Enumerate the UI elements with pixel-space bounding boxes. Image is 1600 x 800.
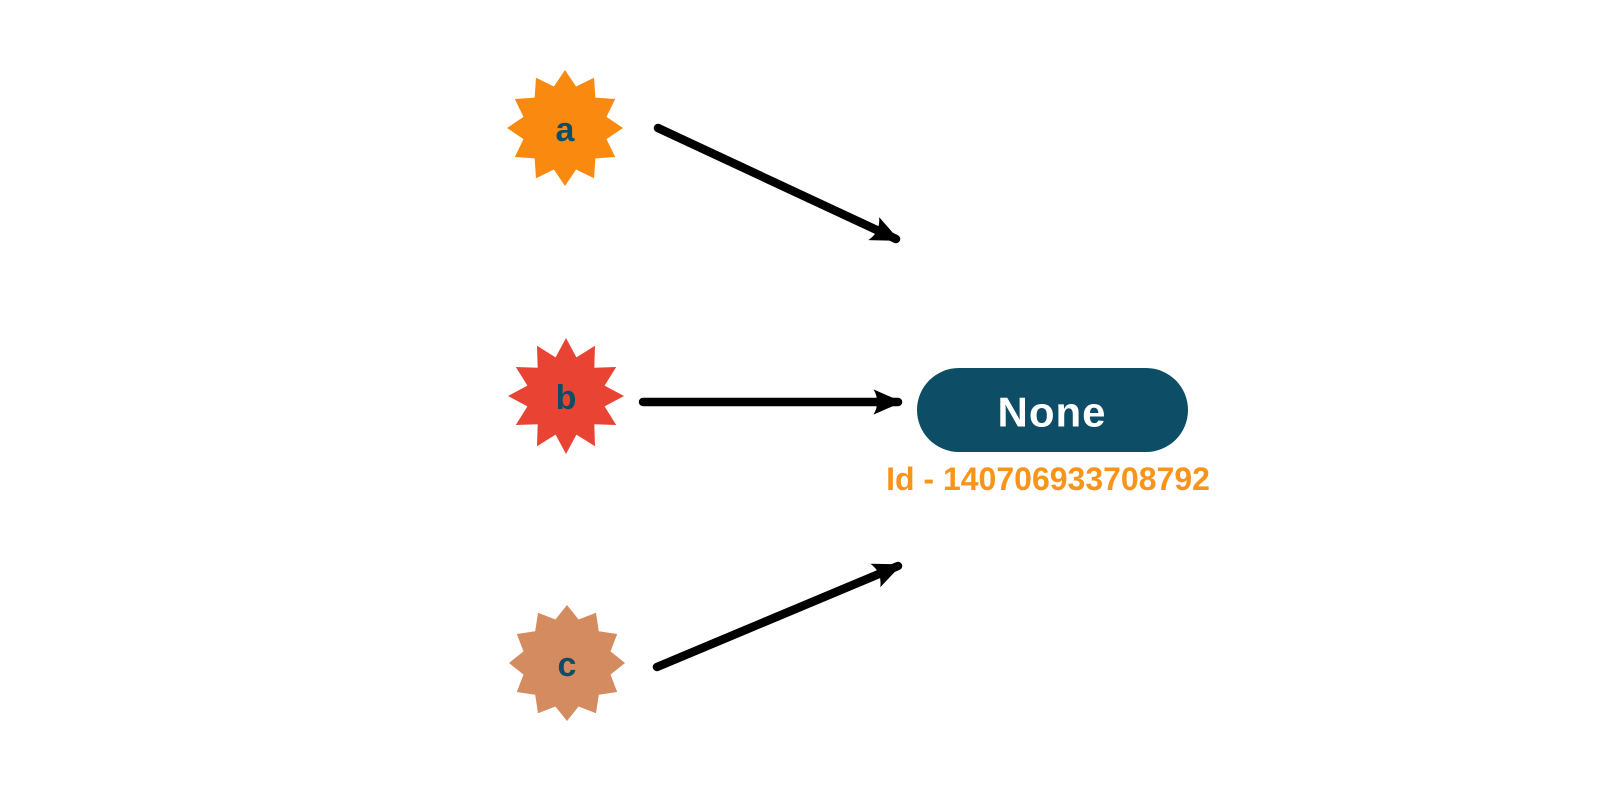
variable-node-b: b	[508, 338, 624, 454]
variable-a-label: a	[556, 111, 576, 149]
arrow-a-to-none	[653, 123, 901, 244]
arrow-c-to-none	[652, 561, 903, 672]
none-object-label: None	[998, 389, 1107, 436]
variable-b-label: b	[556, 379, 577, 417]
none-object-node: None Id - 140706933708792	[886, 368, 1210, 497]
none-pill	[917, 368, 1188, 452]
variable-c-label: c	[558, 646, 577, 684]
variable-node-c: c	[509, 605, 625, 721]
variable-node-a: a	[507, 70, 623, 186]
star-c-icon	[509, 605, 625, 721]
object-id-label: Id - 140706933708792	[886, 461, 1210, 497]
star-b-icon	[508, 338, 624, 454]
star-a-icon	[507, 70, 623, 186]
